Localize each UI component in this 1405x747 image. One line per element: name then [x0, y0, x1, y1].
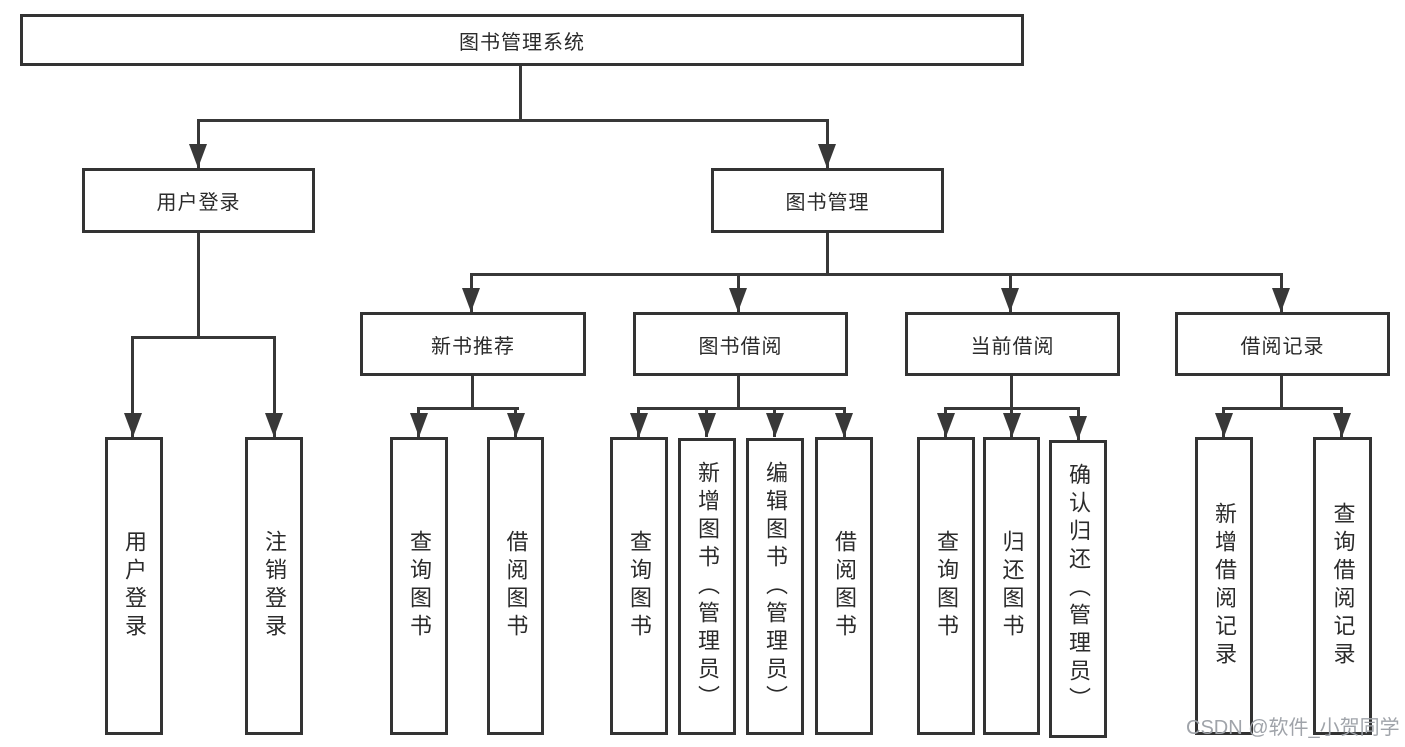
node-label: 用户登录 — [156, 192, 241, 214]
leaf-add-borrow-record: 新增借阅记录 — [1195, 437, 1253, 735]
connector-line — [637, 407, 846, 410]
connector-line — [197, 119, 829, 122]
connector-line — [826, 119, 829, 168]
connector-line — [1010, 376, 1013, 410]
connector-line — [197, 233, 200, 339]
leaf-label: 注销登录 — [262, 530, 287, 642]
node-new-book-recommendation: 新书推荐 — [360, 312, 586, 376]
node-book-borrowing: 图书借阅 — [633, 312, 848, 376]
connector-line — [131, 336, 276, 339]
arrow-down-icon — [1333, 413, 1351, 437]
connector-line — [826, 233, 829, 276]
leaf-label: 查询借阅记录 — [1330, 502, 1356, 670]
leaf-label: 查询图书 — [407, 530, 432, 642]
leaf-label: 借阅图书 — [503, 530, 529, 642]
node-label: 图书管理 — [785, 192, 870, 214]
connector-line — [1222, 407, 1343, 410]
node-book-management: 图书管理 — [711, 168, 944, 233]
leaf-label: 借阅图书 — [832, 530, 857, 642]
leaf-user-login: 用户登录 — [105, 437, 163, 735]
connector-line — [417, 407, 519, 410]
connector-line — [519, 66, 522, 119]
leaf-logout: 注销登录 — [245, 437, 303, 735]
leaf-label: 查询图书 — [934, 530, 959, 642]
connector-line — [471, 376, 474, 410]
connector-line — [470, 273, 1283, 276]
leaf-query-borrow-record: 查询借阅记录 — [1313, 437, 1372, 735]
csdn-watermark: CSDN @软件_小贺同学 — [1186, 717, 1400, 739]
arrow-down-icon — [1003, 413, 1021, 437]
leaf-query-books-recommend: 查询图书 — [390, 437, 448, 735]
connector-line — [273, 336, 276, 437]
arrow-down-icon — [124, 413, 142, 437]
connector-line — [737, 376, 740, 410]
leaf-edit-book-admin: 编辑图书（管理员） — [746, 438, 804, 735]
arrow-down-icon — [265, 413, 283, 437]
node-label: 图书借阅 — [698, 335, 783, 358]
arrow-down-icon — [1215, 413, 1233, 437]
arrow-down-icon — [630, 413, 648, 437]
arrow-down-icon — [729, 288, 747, 312]
arrow-down-icon — [189, 144, 207, 168]
node-current-borrowing: 当前借阅 — [905, 312, 1120, 376]
arrow-down-icon — [410, 413, 428, 437]
leaf-label: 编辑图书（管理员） — [763, 460, 788, 713]
leaf-borrow-books-borrowing: 借阅图书 — [815, 437, 873, 735]
arrow-down-icon — [766, 413, 784, 437]
leaf-query-books-current: 查询图书 — [917, 437, 975, 735]
arrow-down-icon — [1069, 416, 1087, 440]
arrow-down-icon — [818, 144, 836, 168]
connector-line — [197, 119, 200, 168]
node-root-library-system: 图书管理系统 — [20, 14, 1024, 66]
leaf-label: 查询图书 — [627, 530, 652, 642]
leaf-return-books: 归还图书 — [983, 437, 1040, 735]
arrow-down-icon — [835, 413, 853, 437]
node-label: 当前借阅 — [970, 335, 1055, 358]
node-label: 借阅记录 — [1240, 335, 1325, 358]
connector-line — [1280, 376, 1283, 410]
leaf-add-book-admin: 新增图书（管理员） — [678, 438, 736, 735]
leaf-query-books-borrowing: 查询图书 — [610, 437, 668, 735]
leaf-label: 归还图书 — [999, 530, 1025, 642]
leaf-confirm-return-admin: 确认归还（管理员） — [1049, 440, 1107, 738]
node-label: 新书推荐 — [431, 335, 515, 358]
node-borrowing-records: 借阅记录 — [1175, 312, 1390, 376]
arrow-down-icon — [937, 413, 955, 437]
node-label: 图书管理系统 — [459, 31, 585, 54]
node-user-login: 用户登录 — [82, 168, 315, 233]
leaf-label: 用户登录 — [122, 530, 147, 642]
arrow-down-icon — [1001, 288, 1019, 312]
leaf-label: 新增借阅记录 — [1212, 502, 1237, 670]
arrow-down-icon — [698, 413, 716, 437]
arrow-down-icon — [507, 413, 525, 437]
arrow-down-icon — [462, 288, 480, 312]
leaf-label: 确认归还（管理员） — [1066, 463, 1091, 715]
connector-line — [131, 336, 134, 437]
arrow-down-icon — [1272, 288, 1290, 312]
leaf-borrow-books-recommend: 借阅图书 — [487, 437, 544, 735]
leaf-label: 新增图书（管理员） — [695, 460, 720, 713]
